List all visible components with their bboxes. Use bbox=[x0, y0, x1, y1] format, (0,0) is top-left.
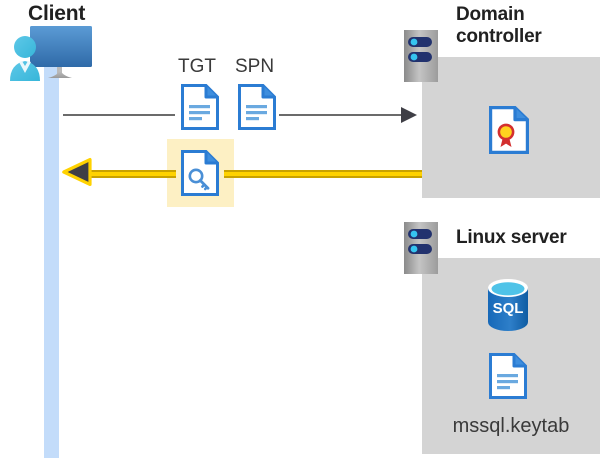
linux-server-rack-icon bbox=[404, 222, 438, 274]
dc-title-line-2: controller bbox=[456, 26, 542, 48]
domain-controller-rack-icon bbox=[404, 30, 438, 82]
request-arrowhead-icon bbox=[401, 107, 417, 123]
response-arrow-segment-left bbox=[88, 170, 176, 178]
request-arrow-segment-right bbox=[279, 114, 403, 116]
keytab-filename-label: mssql.keytab bbox=[452, 415, 570, 437]
keytab-document-icon bbox=[489, 353, 527, 399]
dc-title-line-1: Domain bbox=[456, 4, 525, 25]
spn-document-icon bbox=[238, 84, 276, 130]
certificate-document-icon bbox=[489, 106, 529, 154]
linux-server-title: Linux server bbox=[456, 227, 567, 248]
request-arrow-segment-left bbox=[63, 114, 175, 116]
spn-label: SPN bbox=[235, 56, 275, 77]
response-arrow-segment-right bbox=[224, 170, 422, 178]
tgt-label: TGT bbox=[178, 56, 216, 77]
tgt-document-icon bbox=[181, 84, 219, 130]
workstation-user-icon bbox=[8, 24, 104, 90]
sql-icon-label: SQL bbox=[493, 300, 524, 317]
response-arrowhead-icon bbox=[62, 158, 92, 186]
client-lifeline bbox=[44, 62, 59, 458]
client-title: Client bbox=[28, 2, 86, 25]
sql-database-icon: SQL bbox=[485, 279, 531, 331]
key-document-icon bbox=[181, 150, 219, 196]
